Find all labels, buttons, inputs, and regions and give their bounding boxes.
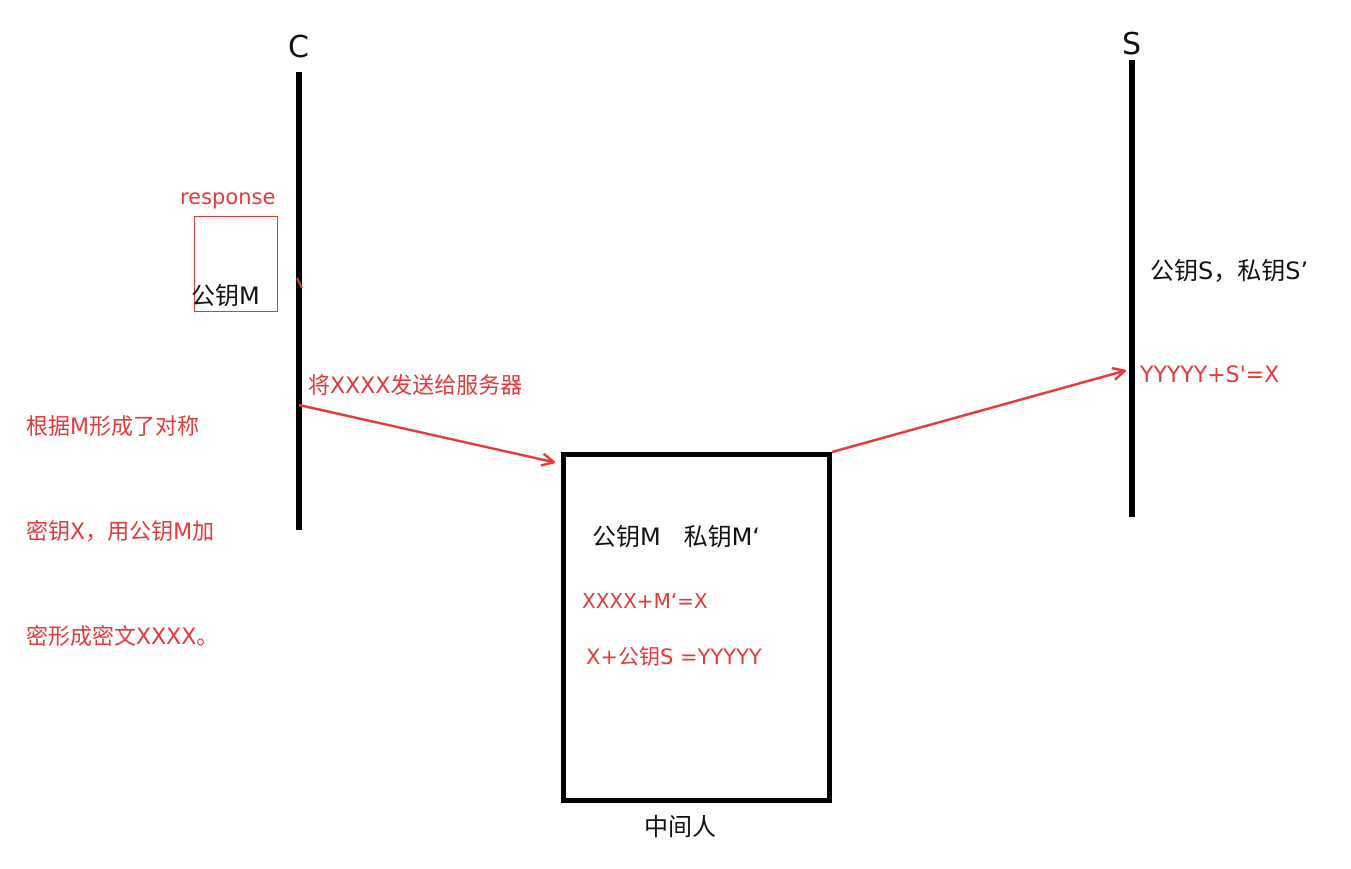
arrow-client-to-middleman [298, 403, 553, 462]
server-decrypt: YYYYY+S'=X [1140, 363, 1280, 388]
response-tick [296, 277, 303, 289]
arrow-label-send: 将XXXX发送给服务器 [308, 374, 523, 399]
middleman-encrypt: X+公钥S =YYYYY [586, 645, 762, 669]
arrow-middleman-to-server [831, 371, 1124, 454]
client-note-line: 密钥X，用公钥M加 [26, 520, 215, 545]
client-note: 根据M形成了对称 密钥X，用公钥M加 密形成密文XXXX。 [26, 340, 218, 725]
middleman-keys: 公钥M 私钥M‘ [592, 523, 760, 551]
middleman-box: 公钥M 私钥M‘ XXXX+M‘=X X+公钥S =YYYYY [561, 452, 832, 803]
middleman-label: 中间人 [644, 813, 716, 841]
server-label: S [1122, 27, 1142, 62]
client-public-key-label: 公钥M [191, 282, 260, 310]
response-label: response [180, 185, 276, 209]
client-note-line: 根据M形成了对称 [26, 415, 199, 440]
client-note-line: 密形成密文XXXX。 [26, 625, 219, 650]
client-label: C [288, 30, 309, 65]
server-keys: 公钥S，私钥S’ [1150, 257, 1309, 285]
middleman-decrypt: XXXX+M‘=X [582, 589, 708, 613]
response-box [194, 216, 278, 312]
